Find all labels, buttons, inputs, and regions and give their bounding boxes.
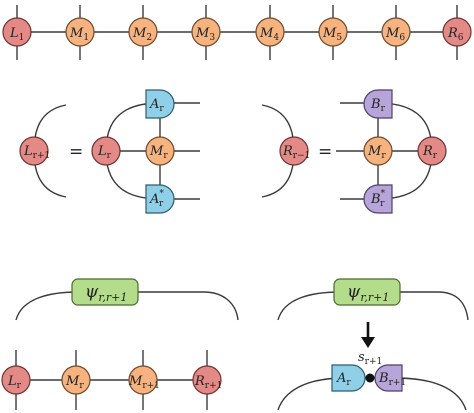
svd-arc	[277, 377, 467, 411]
svg-text:Br+1: Br+1	[378, 371, 406, 388]
mpo-chain: L1 M1 M2 M3 M4 M5 M6 R6	[2, 5, 472, 60]
svg-text:Ar: Ar	[149, 97, 164, 114]
svg-text:Rr−1: Rr−1	[282, 144, 310, 161]
left-env-node: Lr	[1, 365, 31, 395]
singular-value-dot	[365, 373, 375, 383]
down-arrow-icon	[361, 322, 375, 348]
mpo-node: M3	[191, 17, 221, 47]
right-canonical-tensor: Br	[363, 89, 393, 119]
left-canonical-tensor: Ar	[331, 364, 366, 392]
left-canonical-tensor: Ar	[145, 89, 175, 119]
svg-text:M3: M3	[195, 26, 215, 43]
right-canonical-conjugate-tensor: B*r	[363, 184, 393, 214]
svg-text:M2: M2	[132, 26, 152, 43]
svd-split: ψr,r+1 Ar Br+1 sr+1	[277, 278, 469, 411]
right-env-update: Rr−1 = Mr Rr Br B*r	[261, 89, 447, 214]
equals-sign: =	[69, 142, 83, 162]
svg-text:M6: M6	[385, 26, 405, 43]
left-env-update: Lr+1 = Lr Mr Ar A*r	[19, 89, 200, 214]
svg-text:B*r: B*r	[370, 189, 386, 209]
svg-text:Lr+1: Lr+1	[23, 144, 50, 161]
svg-text:R6: R6	[447, 26, 464, 43]
svg-text:Mr: Mr	[367, 144, 386, 161]
mpo-node: M1	[65, 17, 95, 47]
svg-text:L1: L1	[9, 26, 24, 43]
left-env-node: Lr	[91, 136, 121, 166]
svg-text:M4: M4	[259, 26, 279, 43]
svg-text:Br: Br	[370, 97, 386, 114]
two-site-effective: ψr,r+1 Lr Mr Mr+1 Rr+1	[1, 278, 239, 410]
svg-text:M1: M1	[69, 26, 89, 43]
mpo-node: Mr	[363, 136, 393, 166]
mpo-node: Mr	[145, 136, 175, 166]
svg-text:M5: M5	[322, 26, 342, 43]
lhs-right-env-node: Rr−1	[279, 136, 310, 166]
left-env-node: L1	[2, 17, 32, 47]
svg-text:Rr: Rr	[422, 144, 438, 161]
svg-text:Rr+1: Rr+1	[194, 374, 222, 391]
svg-text:Mr+1: Mr+1	[128, 374, 160, 391]
right-env-node: R6	[442, 17, 472, 47]
two-site-wavefunction	[333, 278, 401, 306]
mpo-node: M2	[128, 17, 158, 47]
svg-text:Lr: Lr	[7, 374, 22, 391]
psi-label: ψr,r+1	[347, 282, 389, 304]
equals-sign: =	[318, 142, 332, 162]
mpo-node: Mr+1	[128, 365, 160, 395]
left-canonical-conjugate-tensor: A*r	[145, 184, 175, 214]
right-env-node: Rr+1	[192, 365, 222, 395]
mpo-node: M4	[255, 17, 285, 47]
right-env-node: Rr	[417, 136, 447, 166]
two-site-wavefunction	[71, 278, 139, 306]
singular-value-label: sr+1	[358, 350, 382, 367]
svg-text:Ar: Ar	[336, 371, 351, 388]
svg-text:Lr: Lr	[97, 144, 112, 161]
mpo-node: Mr	[61, 365, 91, 395]
right-canonical-tensor: Br+1	[374, 364, 406, 392]
lhs-left-env-node: Lr+1	[19, 136, 50, 166]
svg-text:Mr: Mr	[65, 374, 84, 391]
svg-text:A*r: A*r	[149, 189, 164, 209]
psi-label: ψr,r+1	[85, 282, 127, 304]
svg-text:Mr: Mr	[149, 144, 168, 161]
mpo-node: M6	[381, 17, 411, 47]
mpo-node: M5	[318, 17, 348, 47]
